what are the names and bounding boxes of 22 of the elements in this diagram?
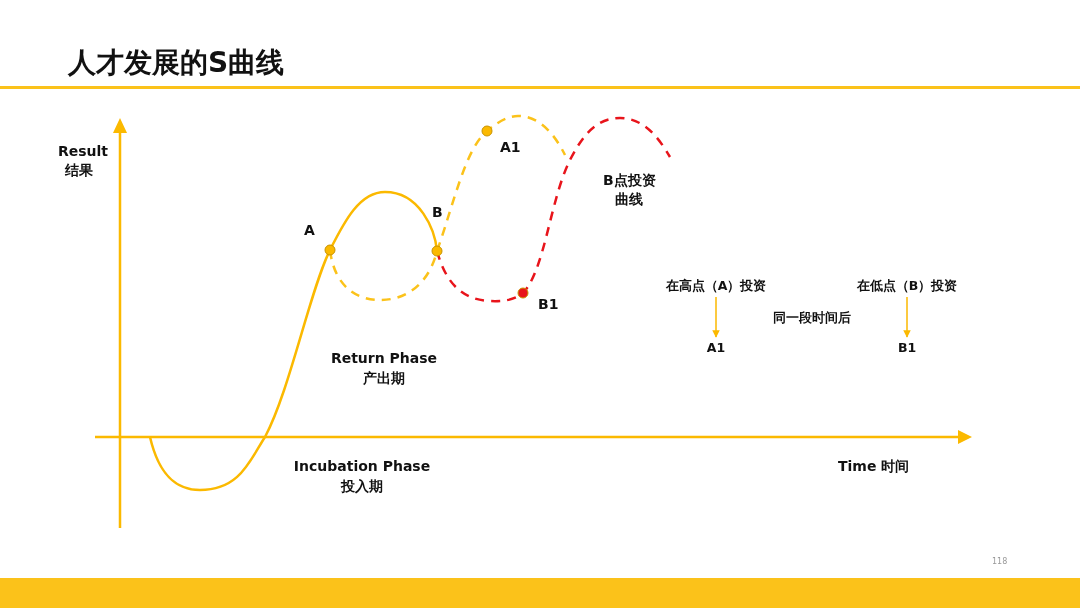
text-label: 投入期 [341, 478, 383, 495]
node-label: B1 [897, 340, 917, 355]
node-label: 在高点（A）投资 [665, 278, 767, 293]
text-label: A1 [500, 139, 521, 156]
text-label: 结果 [65, 162, 93, 179]
text-label: Time 时间 [838, 458, 910, 475]
text-label: Return Phase [330, 350, 438, 367]
node-label: A1 [706, 340, 726, 355]
text-label: B [432, 204, 443, 221]
text-label: B点投资 [603, 172, 656, 189]
arrow [903, 296, 911, 338]
arrow [712, 296, 720, 338]
text-label: 同一段时间后 [773, 310, 851, 325]
text-label: B1 [538, 296, 559, 313]
text-label: Result [58, 143, 109, 160]
text-label: Incubation Phase [293, 458, 431, 475]
text-label: A [304, 222, 315, 239]
node-label: 在低点（B）投资 [856, 278, 958, 293]
text-label: 曲线 [615, 191, 643, 208]
text-label: 产出期 [363, 370, 405, 387]
title: 人才发展的S曲线 [68, 46, 285, 80]
page-number: 118 [992, 557, 1008, 567]
